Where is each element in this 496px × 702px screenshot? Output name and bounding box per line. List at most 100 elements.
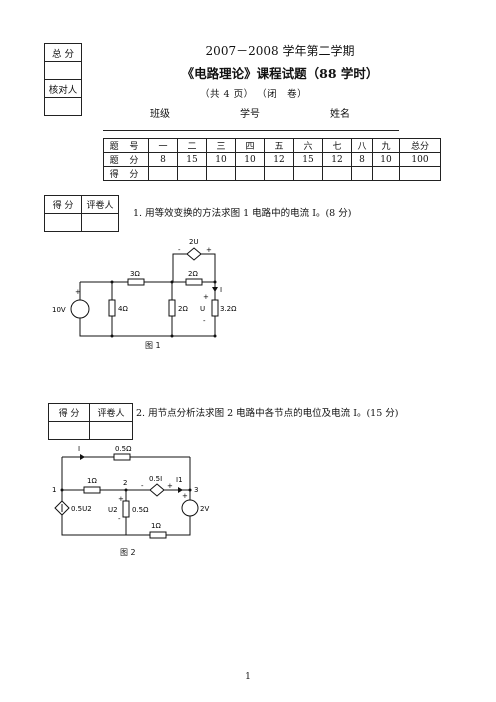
label-3ohm: 3Ω bbox=[130, 270, 140, 278]
resistor-2ohm bbox=[168, 299, 176, 317]
label-current-i: I bbox=[220, 286, 222, 294]
score-cell: 8 bbox=[351, 152, 373, 167]
plus-sign: + bbox=[75, 288, 81, 296]
label-0-5i: 0.5I bbox=[149, 475, 162, 483]
question-2-text: 2. 用节点分析法求图 2 电路中各节点的电位及电流 I。(15 分) bbox=[136, 408, 399, 419]
resistor-2ohm-top bbox=[185, 278, 203, 286]
grader-box-q1: 得 分 评卷人 bbox=[44, 195, 119, 232]
node-1-label: 1 bbox=[52, 486, 56, 494]
score-cell: 题 号 bbox=[103, 138, 149, 153]
current-arrow-icon bbox=[80, 454, 85, 460]
total-label: 总 分 bbox=[44, 43, 82, 62]
grader-label: 评卷人 bbox=[89, 403, 133, 422]
plus-sign: + bbox=[167, 482, 173, 490]
score-row-scored: 得 分 bbox=[103, 166, 441, 181]
voltage-source-10v bbox=[70, 299, 90, 319]
score-cell bbox=[264, 166, 294, 181]
plus-sign: + bbox=[182, 492, 188, 500]
circuit-figure-1: + 10V 3Ω 4Ω 2Ω 2Ω 2U - + 3.2Ω I + U - bbox=[52, 238, 237, 338]
score-cell: 10 bbox=[372, 152, 400, 167]
class-label: 班级 bbox=[150, 109, 170, 120]
score-cell: 四 bbox=[235, 138, 265, 153]
grader-score-cell bbox=[44, 213, 82, 232]
score-cell bbox=[372, 166, 400, 181]
name-label: 姓名 bbox=[330, 109, 350, 120]
figure-2-caption: 图 2 bbox=[120, 548, 136, 557]
score-cell: 得 分 bbox=[103, 166, 149, 181]
voltage-source-2v bbox=[181, 499, 199, 517]
current-arrow-icon bbox=[178, 487, 183, 493]
pages-info: （共 4 页） （闭 卷） bbox=[200, 89, 308, 100]
resistor-1ohm-bottom bbox=[149, 531, 167, 539]
score-cell bbox=[322, 166, 352, 181]
label-0-5u2: 0.5U2 bbox=[71, 505, 92, 513]
resistor-0-5ohm-top bbox=[113, 453, 131, 461]
grader-score-cell bbox=[48, 421, 90, 440]
checker-value bbox=[44, 97, 82, 116]
label-1ohm: 1Ω bbox=[87, 477, 97, 485]
plus-sign: + bbox=[118, 495, 124, 503]
resistor-3ohm bbox=[127, 278, 145, 286]
score-cell bbox=[148, 166, 178, 181]
resistor-0-5ohm bbox=[122, 500, 130, 518]
score-table: 题 号 一 二 三 四 五 六 七 八 九 总分 题 分 8 15 10 10 … bbox=[103, 138, 441, 181]
grader-score-label: 得 分 bbox=[44, 195, 82, 214]
label-current-i: I bbox=[78, 445, 80, 453]
score-cell bbox=[177, 166, 207, 181]
student-id-label: 学号 bbox=[240, 109, 260, 120]
label-1ohm-bottom: 1Ω bbox=[151, 522, 161, 530]
node-2-label: 2 bbox=[123, 479, 127, 487]
grader-box-q2: 得 分 评卷人 bbox=[48, 403, 133, 440]
score-cell: 六 bbox=[293, 138, 323, 153]
exam-term-title: 2007－2008 学年第二学期 bbox=[205, 44, 355, 58]
score-cell: 15 bbox=[177, 152, 207, 167]
label-3-2ohm: 3.2Ω bbox=[220, 305, 237, 313]
plus-sign: + bbox=[206, 246, 212, 254]
total-score-box: 总 分 核对人 bbox=[44, 43, 82, 116]
score-cell: 七 bbox=[322, 138, 352, 153]
score-cell: 10 bbox=[235, 152, 265, 167]
score-cell: 八 bbox=[351, 138, 373, 153]
question-1-text: 1. 用等效变换的方法求图 1 电路中的电流 I。(8 分) bbox=[133, 208, 352, 219]
resistor-4ohm bbox=[108, 299, 116, 317]
label-2u: 2U bbox=[189, 238, 199, 246]
header-rule bbox=[103, 130, 399, 131]
grader-name-cell bbox=[81, 213, 119, 232]
minus-sign: - bbox=[178, 246, 181, 254]
label-2ohm: 2Ω bbox=[178, 305, 188, 313]
score-cell bbox=[235, 166, 265, 181]
score-cell: 五 bbox=[264, 138, 294, 153]
score-cell: 10 bbox=[206, 152, 236, 167]
current-arrow-icon bbox=[212, 287, 218, 292]
score-cell: 三 bbox=[206, 138, 236, 153]
score-cell: 一 bbox=[148, 138, 178, 153]
minus-sign: - bbox=[118, 515, 121, 523]
label-u2: U2 bbox=[108, 506, 118, 514]
node-3-label: 3 bbox=[194, 486, 198, 494]
label-0-5ohm: 0.5Ω bbox=[132, 506, 149, 514]
circuit-figure-2: I 0.5Ω 1Ω 0.5I - + I1 1 2 3 0.5U2 U2 + -… bbox=[52, 445, 209, 539]
minus-sign: - bbox=[141, 482, 144, 490]
score-row-headers: 题 号 一 二 三 四 五 六 七 八 九 总分 bbox=[103, 138, 441, 153]
score-cell bbox=[351, 166, 373, 181]
score-row-points: 题 分 8 15 10 10 12 15 12 8 10 100 bbox=[103, 152, 441, 167]
resistor-3-2ohm bbox=[211, 299, 219, 317]
label-2v: 2V bbox=[200, 505, 209, 513]
score-cell bbox=[206, 166, 236, 181]
label-2ohm-top: 2Ω bbox=[188, 270, 198, 278]
minus-sign: - bbox=[203, 317, 206, 325]
grader-name-cell bbox=[89, 421, 133, 440]
score-cell bbox=[399, 166, 441, 181]
label-10v: 10V bbox=[52, 306, 66, 314]
exam-course-title: 《电路理论》课程试题（88 学时） bbox=[181, 66, 379, 81]
label-4ohm: 4Ω bbox=[118, 305, 128, 313]
score-cell: 100 bbox=[399, 152, 441, 167]
score-cell: 二 bbox=[177, 138, 207, 153]
score-cell: 15 bbox=[293, 152, 323, 167]
dependent-source-2u bbox=[186, 247, 202, 261]
score-cell bbox=[293, 166, 323, 181]
total-value bbox=[44, 61, 82, 80]
score-cell: 12 bbox=[322, 152, 352, 167]
checker-label: 核对人 bbox=[44, 79, 82, 98]
label-0-5ohm-top: 0.5Ω bbox=[115, 445, 132, 453]
